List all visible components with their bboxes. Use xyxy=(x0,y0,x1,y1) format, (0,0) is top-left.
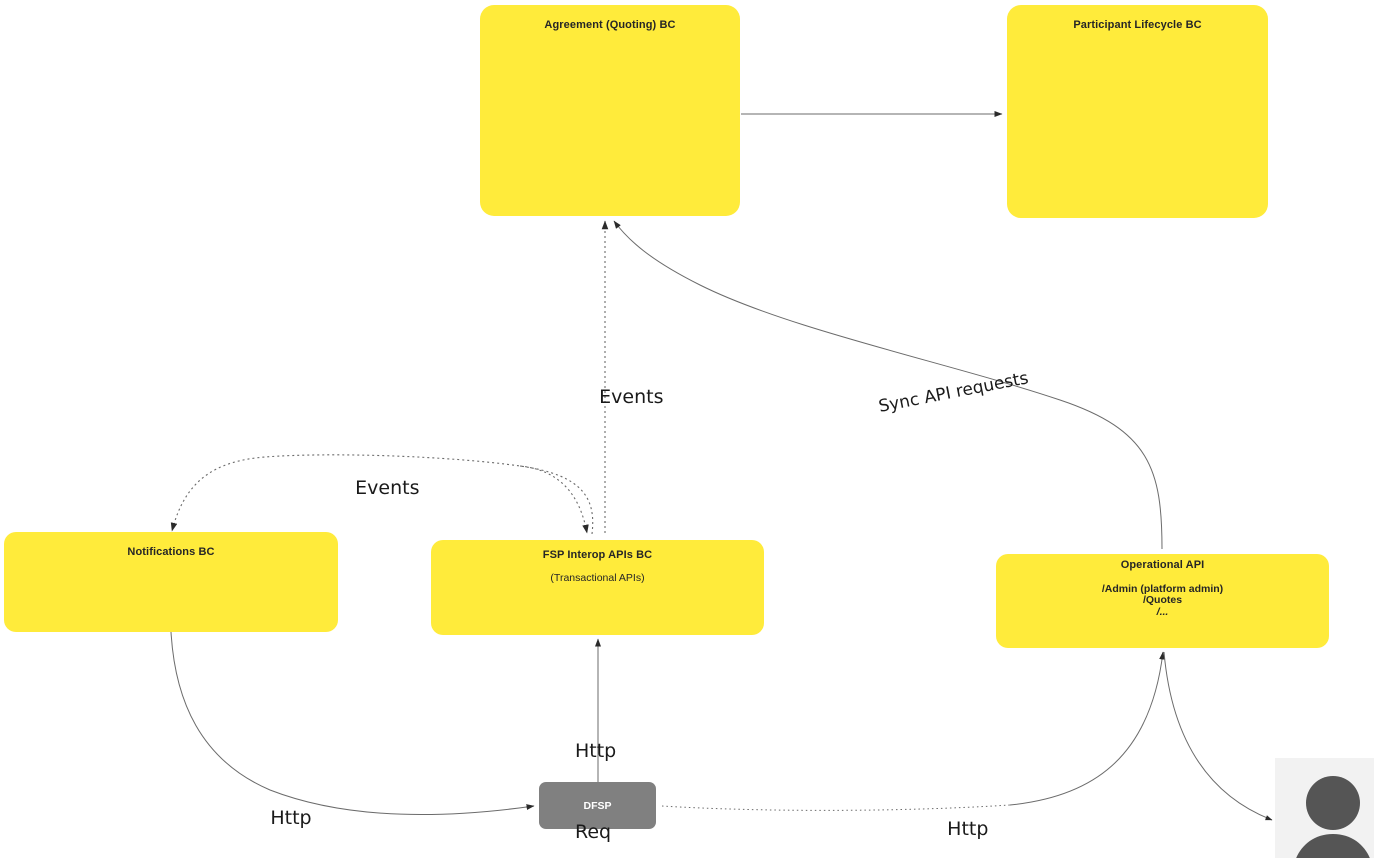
person-icon xyxy=(1296,776,1370,858)
edge-events-branch-to-fsp xyxy=(519,465,589,534)
label-http-callback: Http Callback xyxy=(248,751,334,858)
label-sync-api-requests: Sync API requests xyxy=(850,339,1036,452)
label-events-top-text: Events xyxy=(599,386,664,408)
label-sync-api-requests-text: Sync API requests xyxy=(876,368,1031,417)
node-agreement-bc-title: Agreement (Quoting) BC xyxy=(544,19,676,31)
node-participant-lifecycle-bc[interactable]: Participant Lifecycle BC xyxy=(1007,5,1268,218)
label-http-req: Http Req xyxy=(575,684,616,858)
label-http-req-line2: Req xyxy=(575,821,612,843)
person-panel xyxy=(1275,758,1374,858)
edge-operational-to-person xyxy=(1163,651,1273,821)
label-http-req-line1: Http xyxy=(575,740,617,762)
edge-notifications-to-dfsp-http-callback xyxy=(170,631,535,816)
node-operational-api-line2: /Quotes xyxy=(1142,594,1183,606)
edge-http-curve-to-operational xyxy=(1009,651,1166,806)
node-operational-api[interactable]: Operational API /Admin (platform admin) … xyxy=(996,554,1329,648)
node-fsp-interop-apis-bc-title: FSP Interop APIs BC xyxy=(542,549,653,561)
node-operational-api-title: Operational API xyxy=(1120,559,1205,571)
node-dfsp-title: DFSP xyxy=(583,799,612,812)
node-participant-lifecycle-bc-title: Participant Lifecycle BC xyxy=(1073,19,1202,31)
label-events-top: Events xyxy=(575,357,664,438)
node-notifications-bc[interactable]: Notifications BC xyxy=(4,532,338,632)
node-agreement-bc[interactable]: Agreement (Quoting) BC xyxy=(480,5,740,216)
label-http-callback-line1: Http xyxy=(270,807,312,829)
label-http-bottom: Http xyxy=(923,789,988,858)
label-events-left: Events xyxy=(331,448,420,529)
node-operational-api-line1: /Admin (platform admin) xyxy=(1101,583,1224,595)
node-dfsp[interactable]: DFSP xyxy=(539,782,656,829)
node-operational-api-line3: /... xyxy=(1156,606,1169,618)
node-fsp-interop-apis-bc-subtitle: (Transactional APIs) xyxy=(550,572,645,584)
node-notifications-bc-title: Notifications BC xyxy=(127,546,215,558)
label-events-left-text: Events xyxy=(355,477,420,499)
node-fsp-interop-apis-bc[interactable]: FSP Interop APIs BC (Transactional APIs) xyxy=(431,540,764,635)
label-http-bottom-text: Http xyxy=(947,818,989,840)
